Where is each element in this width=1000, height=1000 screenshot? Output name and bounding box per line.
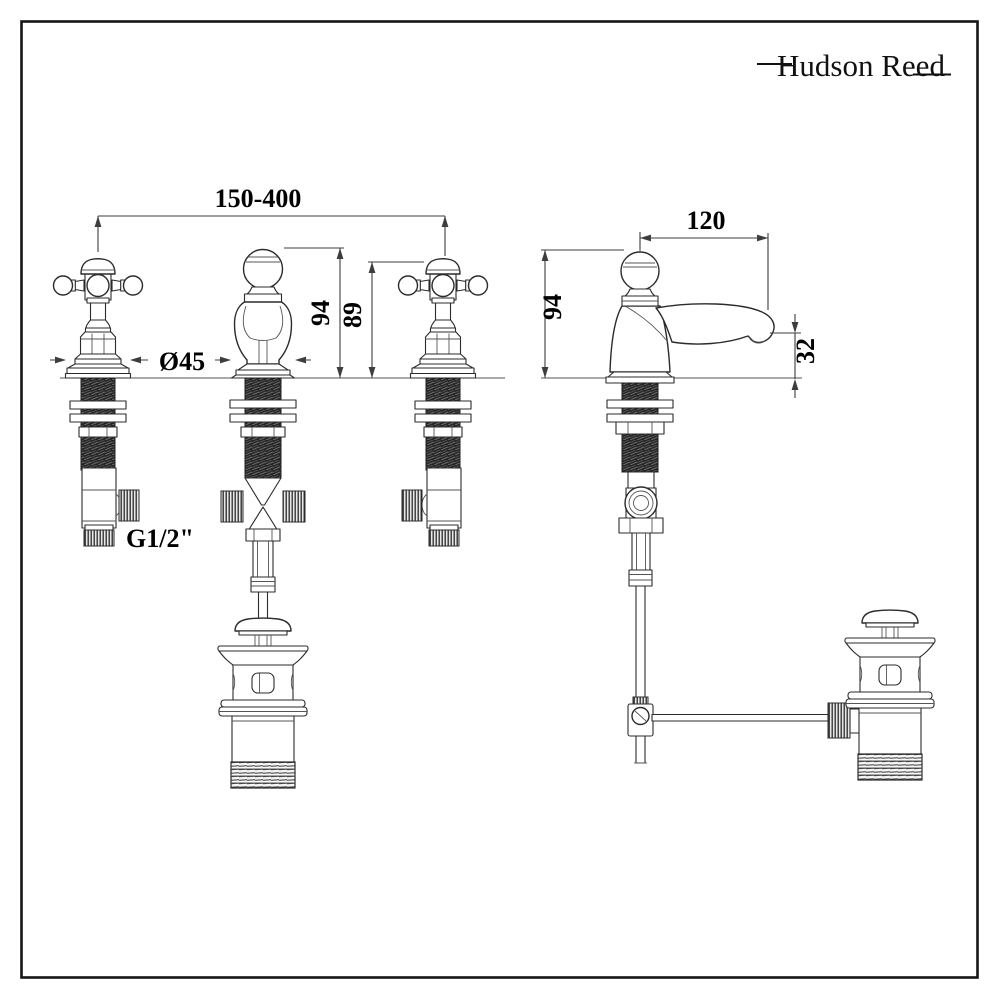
waste-lever-rod	[651, 713, 829, 722]
pillar-tap-shank	[606, 382, 674, 534]
dim-text-tap-height: 94	[538, 294, 567, 320]
logo-text: Hudson Reed	[777, 48, 945, 83]
page-frame	[20, 20, 979, 979]
pillar-tap-outlet-port	[624, 486, 658, 520]
dim-text-mixer-span: 150-400	[215, 184, 302, 213]
dim-mixer-spout-height: 94	[284, 247, 344, 378]
dim-mixer-base-diameter: Ø45	[50, 347, 311, 376]
dim-text-tap-reach: 120	[687, 206, 726, 235]
mixer-spout	[230, 248, 296, 379]
dim-text-tap-spout-drop: 32	[791, 338, 820, 364]
mixer-hot-side-outlet	[118, 489, 140, 522]
dim-tap-height: 94	[538, 249, 624, 378]
mixer-hot-inlet-thread	[83, 529, 115, 547]
waste-lever-nut	[827, 702, 851, 739]
dim-text-mixer-handle-height: 89	[338, 302, 367, 328]
logo: Hudson Reed	[757, 48, 951, 83]
waste-lever-clamp	[627, 703, 654, 737]
mixer-cold-inlet-thread	[428, 529, 460, 547]
mixer-cold-side-outlet	[401, 489, 423, 522]
dim-text-mixer-base-diameter: Ø45	[159, 347, 205, 376]
dim-mixer-span: 150-400	[94, 184, 449, 256]
mixer-hot-valve-body	[69, 377, 140, 547]
label-mixer-thread: G1/2"	[126, 524, 194, 553]
pillar-tap-drawing: 120 94 32	[538, 206, 936, 781]
mixer-cross-fitting	[220, 377, 306, 619]
dim-tap-spout-drop: 32	[770, 314, 820, 398]
basin-mixer-drawing: 150-400 94 89 Ø45 G1/2"	[50, 184, 505, 789]
pillar-tap	[605, 250, 775, 384]
dim-tap-reach: 120	[639, 206, 769, 310]
mixer-cold-valve-body	[401, 377, 472, 547]
dim-text-mixer-spout-height: 94	[306, 300, 335, 326]
dim-mixer-handle-height: 89	[338, 261, 424, 378]
